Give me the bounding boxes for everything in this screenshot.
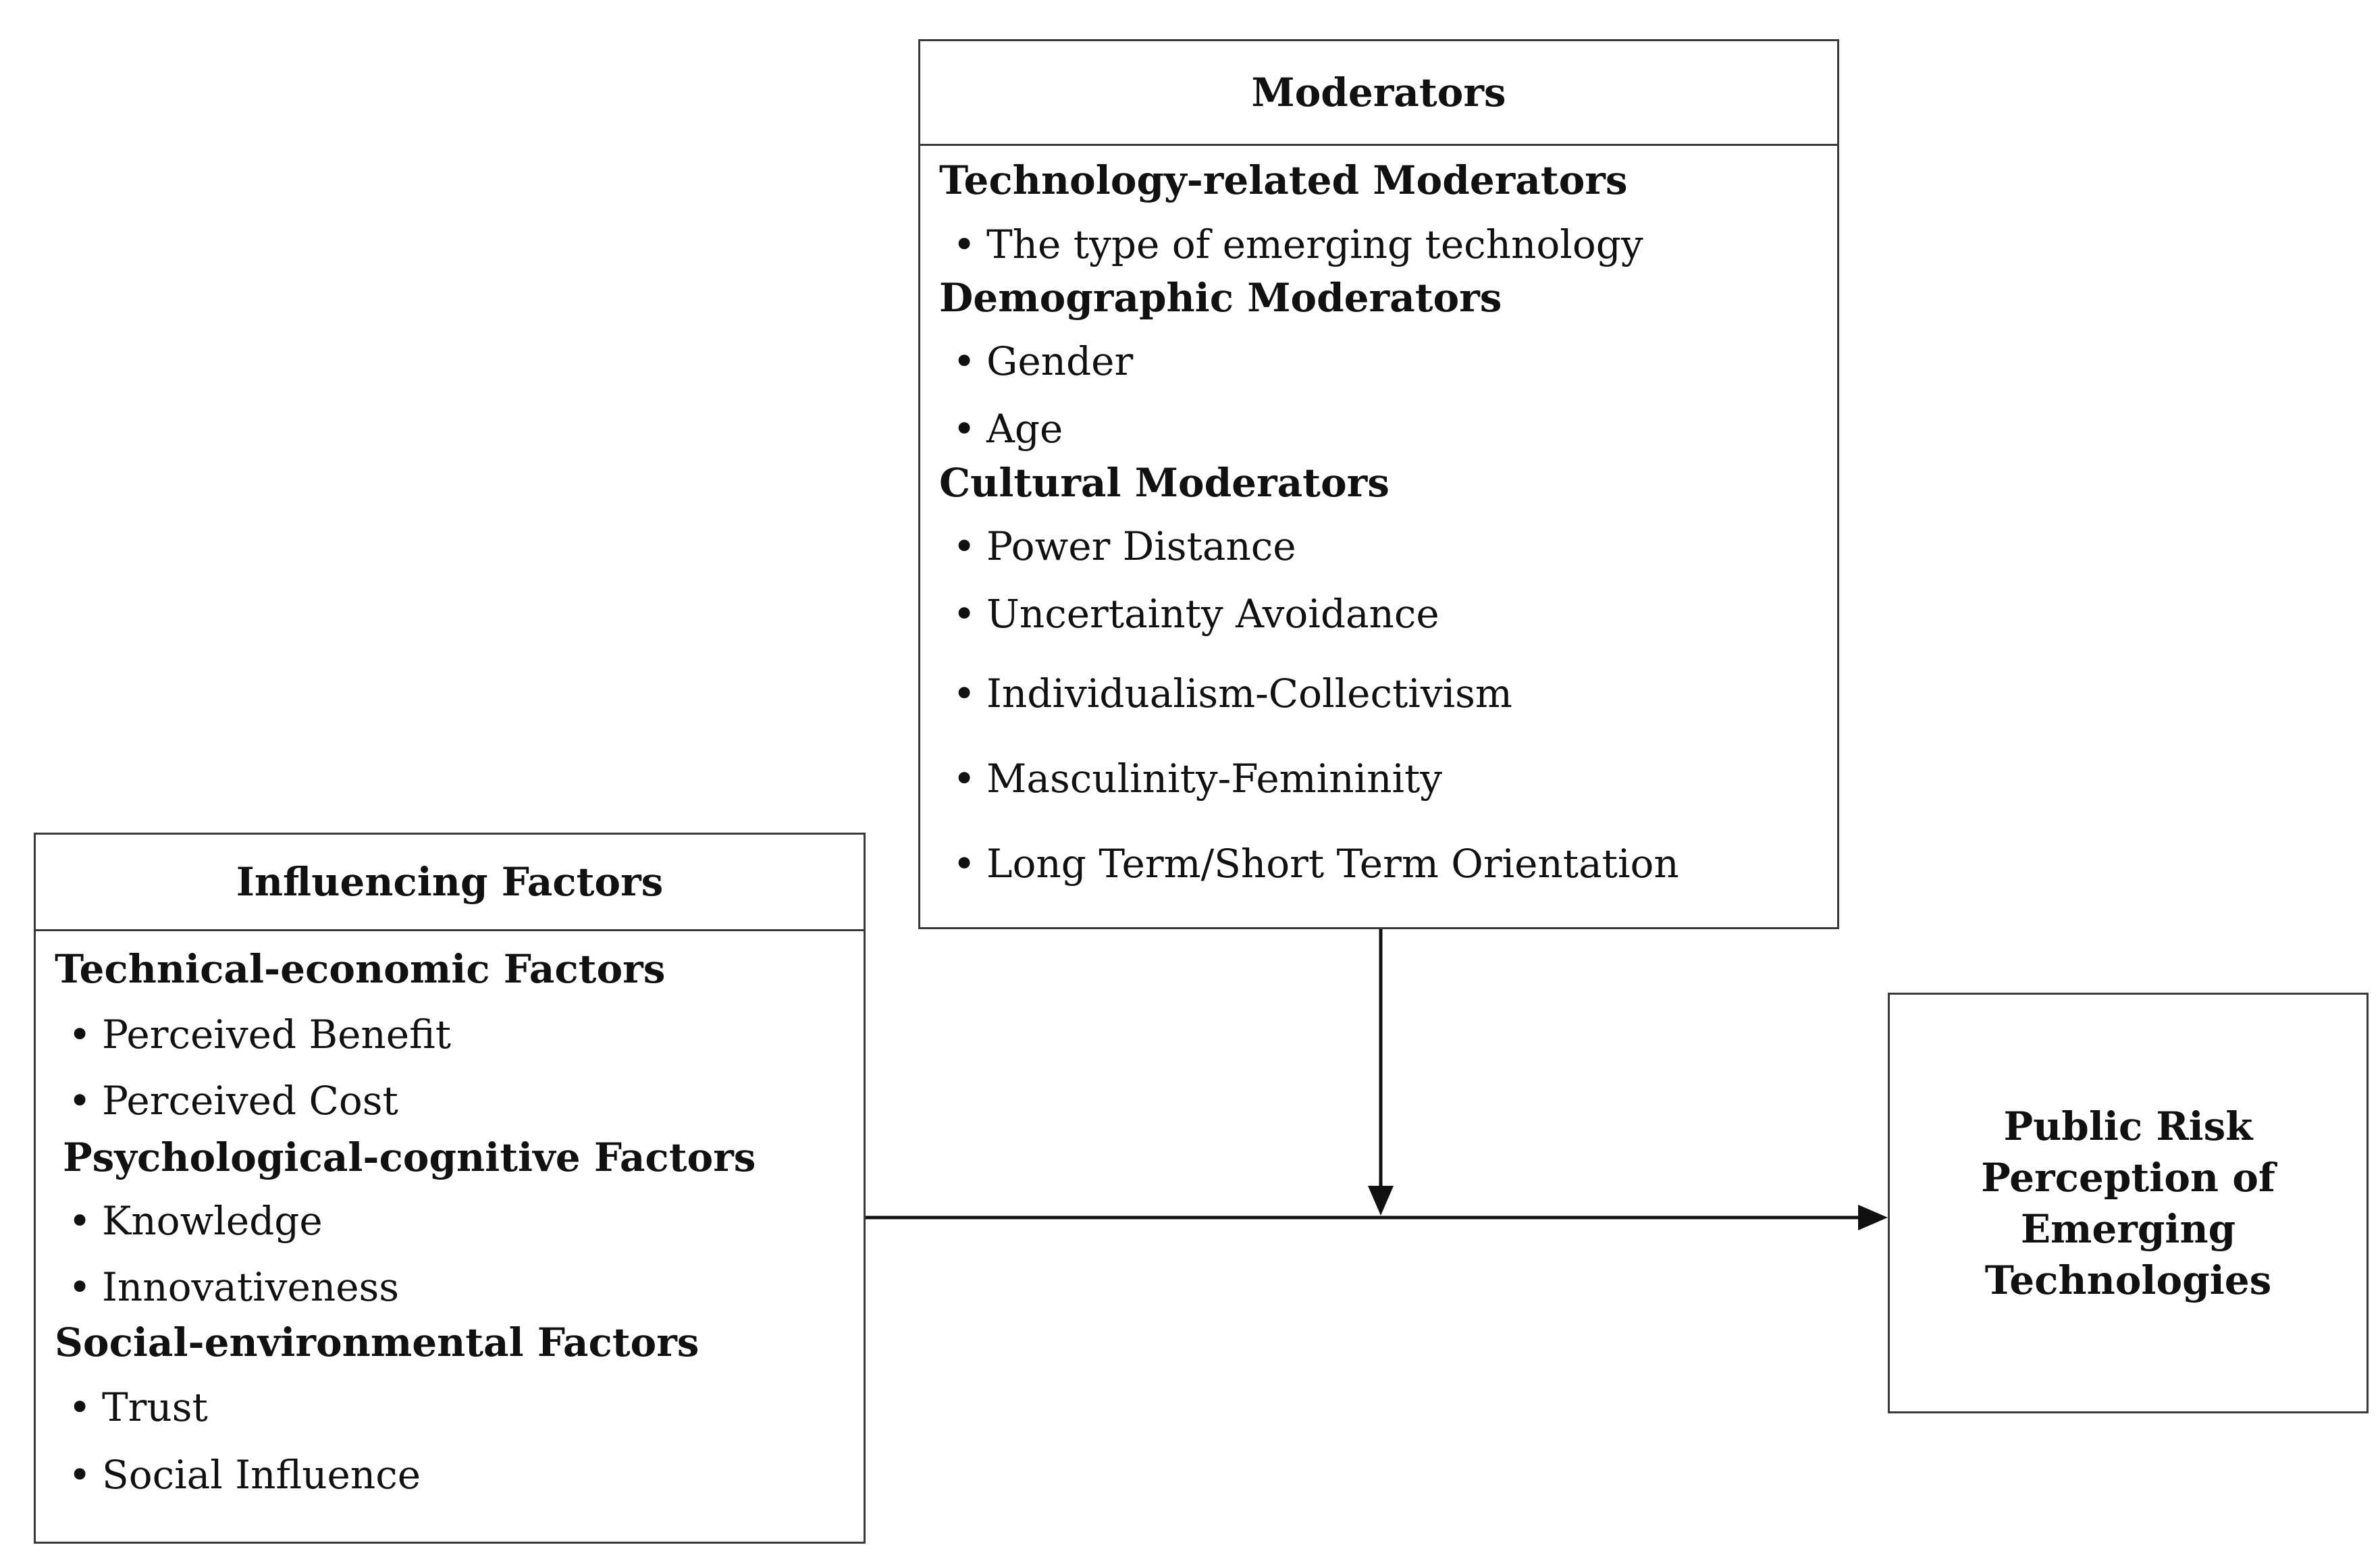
bullet-icon: • <box>953 756 976 802</box>
item-label: Perceived Cost <box>102 1078 398 1124</box>
item-label: Power Distance <box>986 523 1296 569</box>
list-item: •Long Term/Short Term Orientation <box>953 841 1679 887</box>
outcome-label: Public Risk Perception of Emerging Techn… <box>1981 1103 2275 1303</box>
influencing-factors-box: Influencing Factors Technical-economic F… <box>34 833 866 1544</box>
item-label: Masculinity-Femininity <box>986 756 1443 802</box>
influencing-factors-header: Influencing Factors <box>36 835 864 931</box>
list-item: •Gender <box>953 338 1133 384</box>
section-title-psychological-cognitive: Psychological-cognitive Factors <box>63 1134 756 1180</box>
item-label: Knowledge <box>102 1198 323 1244</box>
bullet-icon: • <box>953 523 976 569</box>
bullet-icon: • <box>953 671 976 716</box>
list-item: •Perceived Cost <box>68 1078 398 1124</box>
bullet-icon: • <box>68 1012 92 1057</box>
list-item: •Perceived Benefit <box>68 1012 451 1057</box>
bullet-icon: • <box>953 591 976 637</box>
item-label: Uncertainty Avoidance <box>986 591 1439 637</box>
horizontal-arrowhead <box>1858 1205 1888 1230</box>
item-label: Age <box>986 406 1063 452</box>
section-title-technology: Technology-related Moderators <box>939 157 1628 203</box>
item-label: Perceived Benefit <box>102 1012 452 1057</box>
bullet-icon: • <box>68 1078 92 1124</box>
list-item: •The type of emerging technology <box>953 221 1643 267</box>
section-title-technical-economic: Technical-economic Factors <box>55 946 666 992</box>
item-label: Trust <box>102 1384 208 1430</box>
bullet-icon: • <box>68 1264 92 1310</box>
moderators-header: Moderators <box>920 41 1837 146</box>
item-label: Individualism-Collectivism <box>986 671 1512 716</box>
bullet-icon: • <box>953 221 976 267</box>
list-item: •Trust <box>68 1384 208 1430</box>
item-label: Long Term/Short Term Orientation <box>986 841 1679 887</box>
outcome-box: Public Risk Perception of Emerging Techn… <box>1888 993 2369 1413</box>
bullet-icon: • <box>953 406 976 452</box>
moderators-box: Moderators Technology-related Moderators… <box>918 39 1839 929</box>
bullet-icon: • <box>68 1384 92 1430</box>
list-item: •Social Influence <box>68 1452 421 1498</box>
list-item: •Power Distance <box>953 523 1296 569</box>
list-item: •Uncertainty Avoidance <box>953 591 1439 637</box>
list-item: •Knowledge <box>68 1198 323 1244</box>
bullet-icon: • <box>953 338 976 384</box>
bullet-icon: • <box>953 841 976 887</box>
item-label: Social Influence <box>102 1452 421 1498</box>
item-label: Innovativeness <box>102 1264 400 1310</box>
section-title-social-environmental: Social-environmental Factors <box>55 1319 699 1365</box>
bullet-icon: • <box>68 1198 92 1244</box>
list-item: •Innovativeness <box>68 1264 399 1310</box>
list-item: •Age <box>953 406 1063 452</box>
vertical-arrowhead <box>1368 1186 1394 1216</box>
item-label: The type of emerging technology <box>986 221 1643 267</box>
list-item: •Masculinity-Femininity <box>953 756 1442 802</box>
section-title-cultural: Cultural Moderators <box>939 460 1390 506</box>
list-item: •Individualism-Collectivism <box>953 671 1512 716</box>
item-label: Gender <box>986 338 1134 384</box>
section-title-demographic: Demographic Moderators <box>939 275 1502 321</box>
bullet-icon: • <box>68 1452 92 1498</box>
